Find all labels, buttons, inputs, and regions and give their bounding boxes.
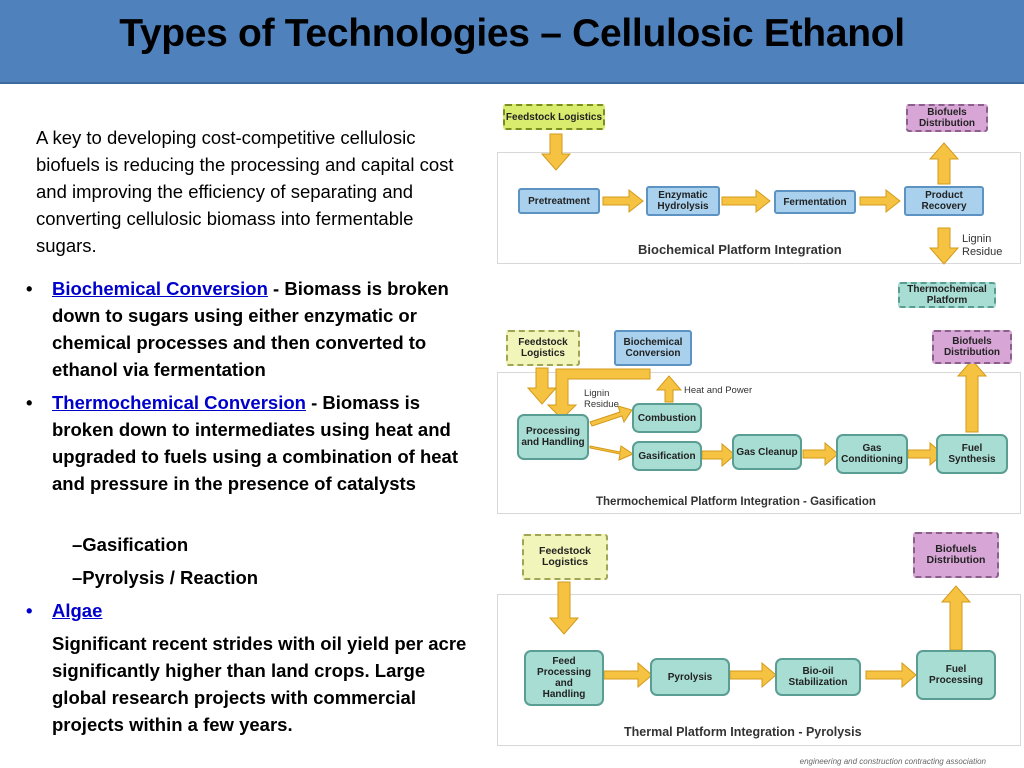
bio-feedstock-box: Feedstock Logistics [503,104,605,130]
gas-cleanup-box: Gas Cleanup [732,434,802,470]
gas-biofuels-box: Biofuels Distribution [932,330,1012,364]
pyr-fuelprocessing-box: Fuel Processing [916,650,996,700]
bullet-algae: • Algae [26,597,482,624]
bio-pretreatment-box: Pretreatment [518,188,600,214]
bio-fermentation-box: Fermentation [774,190,856,214]
algae-link[interactable]: Algae [52,600,103,621]
pyr-biofuels-box: Biofuels Distribution [913,532,999,578]
gas-combustion-box: Combustion [632,403,702,433]
bio-thermo-platform-box: Thermochemical Platform [898,282,996,308]
pyr-platform-label: Thermal Platform Integration - Pyrolysis [624,725,862,739]
bio-platform-label: Biochemical Platform Integration [638,242,842,257]
gas-feedstock-box: Feedstock Logistics [506,330,580,366]
title-bar: Types of Technologies – Cellulosic Ethan… [0,0,1024,84]
bullet-dot: • [26,600,33,621]
slide-title: Types of Technologies – Cellulosic Ethan… [119,12,905,55]
bio-enzymatic-box: Enzymatic Hydrolysis [646,186,720,216]
biochemical-description: - Biomass is broken down to sugars using… [52,278,449,380]
bio-lignin-label: Lignin Residue [962,233,1003,258]
bullet-dot: • [26,392,33,413]
bullet-thermochemical: • Thermochemical Conversion - Biomass is… [26,389,482,497]
gas-gasification-box: Gasification [632,441,702,471]
bio-recovery-box: Product Recovery [904,186,984,216]
gas-platform-label: Thermochemical Platform Integration - Ga… [596,496,876,508]
bullet-biochemical: • Biochemical Conversion - Biomass is br… [26,275,482,383]
bullet-dot: • [26,278,33,299]
gas-conditioning-box: Gas Conditioning [836,434,908,474]
gas-processing-box: Processing and Handling [517,414,589,460]
pyr-feedprocessing-box: Feed Processing and Handling [524,650,604,706]
thermochemical-conversion-link[interactable]: Thermochemical Conversion [52,392,306,413]
thermochemical-description: - Biomass is broken down to intermediate… [52,392,458,494]
pyr-pyrolysis-box: Pyrolysis [650,658,730,696]
gas-synthesis-box: Fuel Synthesis [936,434,1008,474]
footer-credit: engineering and construction contracting… [799,757,986,766]
pyr-biooil-box: Bio-oil Stabilization [775,658,861,696]
algae-description: Significant recent strides with oil yiel… [52,633,467,735]
pyr-feedstock-box: Feedstock Logistics [522,534,608,580]
gas-lignin-label: Lignin Residue [584,388,619,410]
sub-bullet-pyrolysis: –Pyrolysis / Reaction [72,567,259,588]
gas-heat-power-label: Heat and Power [684,385,753,396]
bio-biofuels-box: Biofuels Distribution [906,104,988,132]
intro-paragraph: A key to developing cost-competitive cel… [36,127,454,256]
sub-bullet-gasification: –Gasification [72,534,189,555]
biochemical-conversion-link[interactable]: Biochemical Conversion [52,278,268,299]
gas-bioconversion-box: Biochemical Conversion [614,330,692,366]
